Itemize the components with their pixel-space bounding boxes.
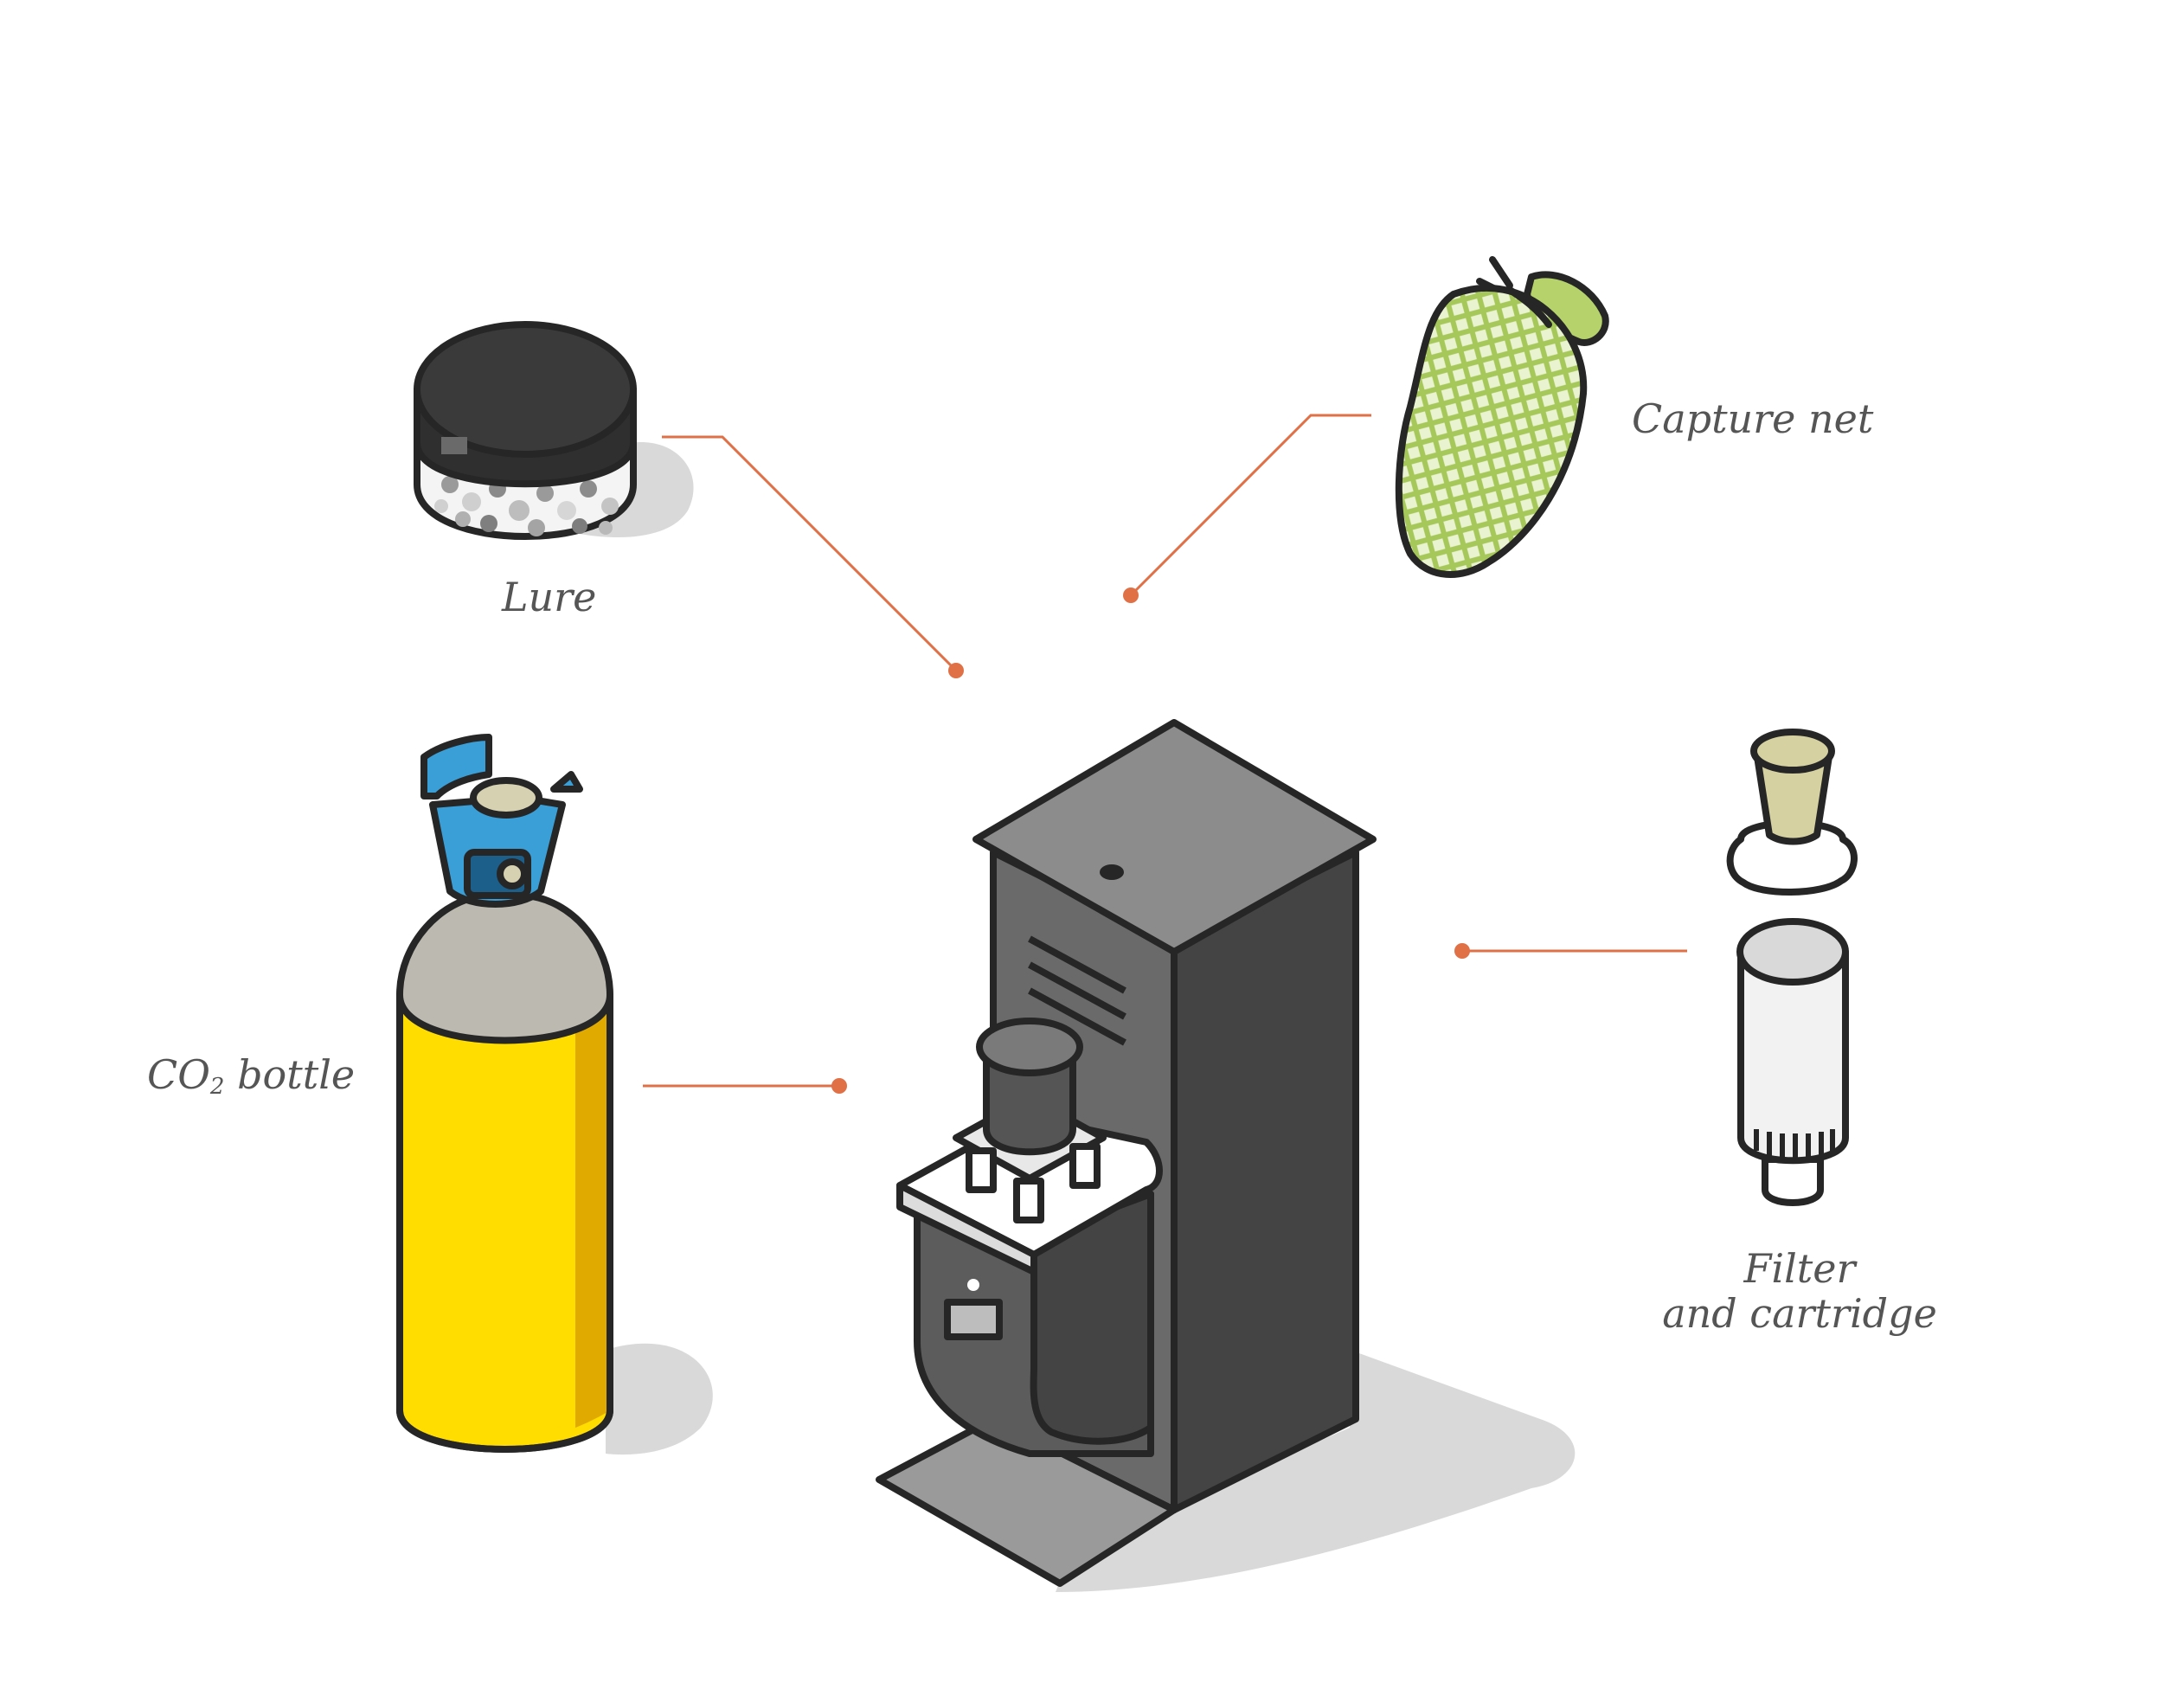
filter-label-line1: Filter [1743,1245,1856,1292]
net-leader-dot [1123,588,1139,603]
net-leader-line [1129,414,1371,597]
lure-leader-dot [948,663,964,678]
co2-bottle-icon [396,734,613,1453]
co2-bottle-label: CO2 bottle [147,1052,355,1109]
co2-label-suffix: bottle [237,1051,356,1098]
cartridge-ribs [1754,1129,1835,1158]
lure-label: Lure [502,574,597,620]
leader-dots [831,588,1470,1094]
capture-net-icon [1395,256,1609,578]
co2-label-subscript: 2 [209,1074,225,1100]
device-shadow [1056,1350,1576,1592]
lure-jar-icon [414,321,637,540]
capture-net-label: Capture net [1632,395,1874,442]
filter-label-line2: and cartridge [1662,1290,1937,1337]
bottle-shadow [606,1343,713,1455]
co2-leader-dot [831,1078,847,1094]
lure-leader-line [662,435,958,672]
trap-device-icon [876,719,1377,1587]
filter-cartridge-icon [1726,729,1858,1206]
leader-lines [643,414,1687,1088]
co2-label-prefix: CO [147,1051,210,1098]
filter-leader-dot [1454,943,1470,959]
